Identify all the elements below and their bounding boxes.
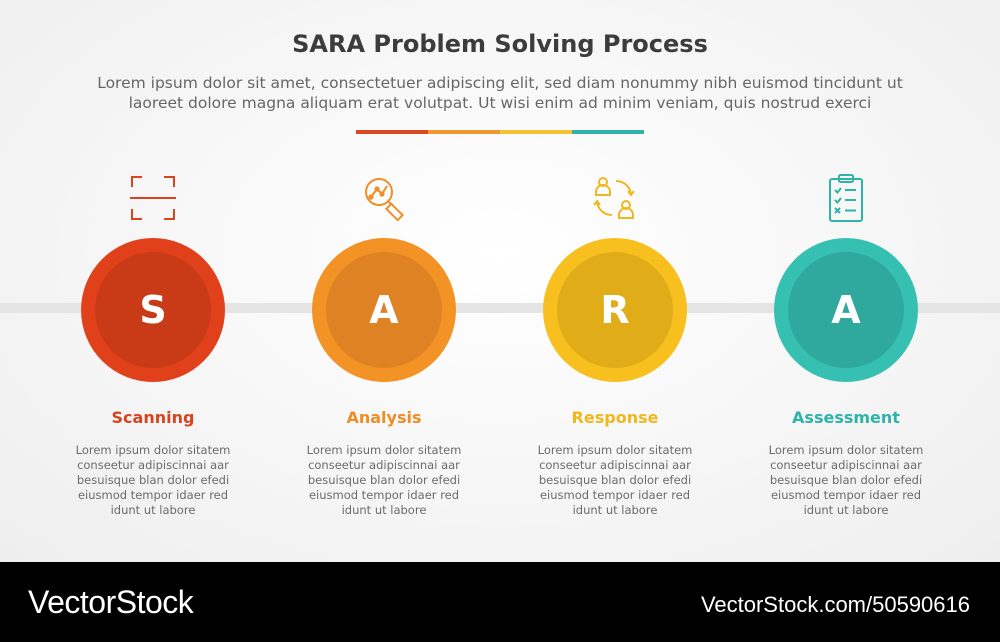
scan-frame-icon bbox=[128, 173, 178, 223]
step-response: R Response Lorem ipsum dolor sitatem con… bbox=[515, 0, 715, 562]
description-line: Lorem ipsum dolor sitatem bbox=[768, 443, 924, 457]
page-subtitle: Lorem ipsum dolor sit amet, consectetuer… bbox=[50, 73, 950, 113]
accent-segment bbox=[500, 130, 572, 134]
subtitle-line-1: Lorem ipsum dolor sit amet, consectetuer… bbox=[97, 74, 903, 92]
step-circle: R bbox=[543, 238, 687, 382]
step-letter: A bbox=[788, 252, 904, 368]
step-letter: S bbox=[95, 252, 211, 368]
description-line: eiusmod tempor idaer red bbox=[308, 488, 460, 502]
description-line: eiusmod tempor idaer red bbox=[539, 488, 691, 502]
description-line: conseetur adipiscinnai aar bbox=[77, 458, 229, 472]
description-line: eiusmod tempor idaer red bbox=[770, 488, 922, 502]
description-line: conseetur adipiscinnai aar bbox=[539, 458, 691, 472]
accent-segment bbox=[356, 130, 428, 134]
subtitle-line-2: laoreet dolore magna aliquam erat volutp… bbox=[128, 94, 872, 112]
step-circle: S bbox=[81, 238, 225, 382]
accent-segment bbox=[428, 130, 500, 134]
step-label: Assessment bbox=[792, 408, 900, 427]
step-description: Lorem ipsum dolor sitatem conseetur adip… bbox=[530, 443, 700, 518]
step-analysis: A Analysis Lorem ipsum dolor sitatem con… bbox=[284, 0, 484, 562]
step-label: Scanning bbox=[111, 408, 195, 427]
description-line: Lorem ipsum dolor sitatem bbox=[306, 443, 462, 457]
clipboard-checklist-icon bbox=[821, 173, 871, 223]
step-label: Analysis bbox=[346, 408, 422, 427]
watermark-footer: VectorStock VectorStock.com/50590616 bbox=[0, 562, 1000, 642]
description-line: idunt ut labore bbox=[803, 503, 889, 517]
description-line: Lorem ipsum dolor sitatem bbox=[537, 443, 693, 457]
step-description: Lorem ipsum dolor sitatem conseetur adip… bbox=[68, 443, 238, 518]
description-line: eiusmod tempor idaer red bbox=[77, 488, 229, 502]
accent-segment bbox=[572, 130, 644, 134]
step-letter: A bbox=[326, 252, 442, 368]
brand-logo: VectorStock bbox=[28, 584, 194, 620]
step-circle: A bbox=[774, 238, 918, 382]
description-line: idunt ut labore bbox=[110, 503, 196, 517]
title-accent-bar bbox=[356, 130, 644, 134]
magnifier-analysis-icon bbox=[359, 173, 409, 223]
description-line: idunt ut labore bbox=[341, 503, 427, 517]
infographic-canvas: SARA Problem Solving Process Lorem ipsum… bbox=[0, 0, 1000, 562]
users-exchange-icon bbox=[590, 173, 640, 223]
image-reference: VectorStock.com/50590616 bbox=[700, 592, 970, 617]
step-scanning: S Scanning Lorem ipsum dolor sitatem con… bbox=[53, 0, 253, 562]
description-line: Lorem ipsum dolor sitatem bbox=[75, 443, 231, 457]
description-line: besuisque blan dolor efedi bbox=[307, 473, 461, 487]
description-line: idunt ut labore bbox=[572, 503, 658, 517]
description-line: conseetur adipiscinnai aar bbox=[770, 458, 922, 472]
timeline-line bbox=[0, 303, 1000, 313]
step-assessment: A Assessment Lorem ipsum dolor sitatem c… bbox=[746, 0, 946, 562]
step-label: Response bbox=[571, 408, 659, 427]
description-line: besuisque blan dolor efedi bbox=[538, 473, 692, 487]
step-description: Lorem ipsum dolor sitatem conseetur adip… bbox=[761, 443, 931, 518]
description-line: besuisque blan dolor efedi bbox=[76, 473, 230, 487]
description-line: besuisque blan dolor efedi bbox=[769, 473, 923, 487]
step-circle: A bbox=[312, 238, 456, 382]
page-title: SARA Problem Solving Process bbox=[292, 30, 708, 58]
step-letter: R bbox=[557, 252, 673, 368]
step-description: Lorem ipsum dolor sitatem conseetur adip… bbox=[299, 443, 469, 518]
description-line: conseetur adipiscinnai aar bbox=[308, 458, 460, 472]
